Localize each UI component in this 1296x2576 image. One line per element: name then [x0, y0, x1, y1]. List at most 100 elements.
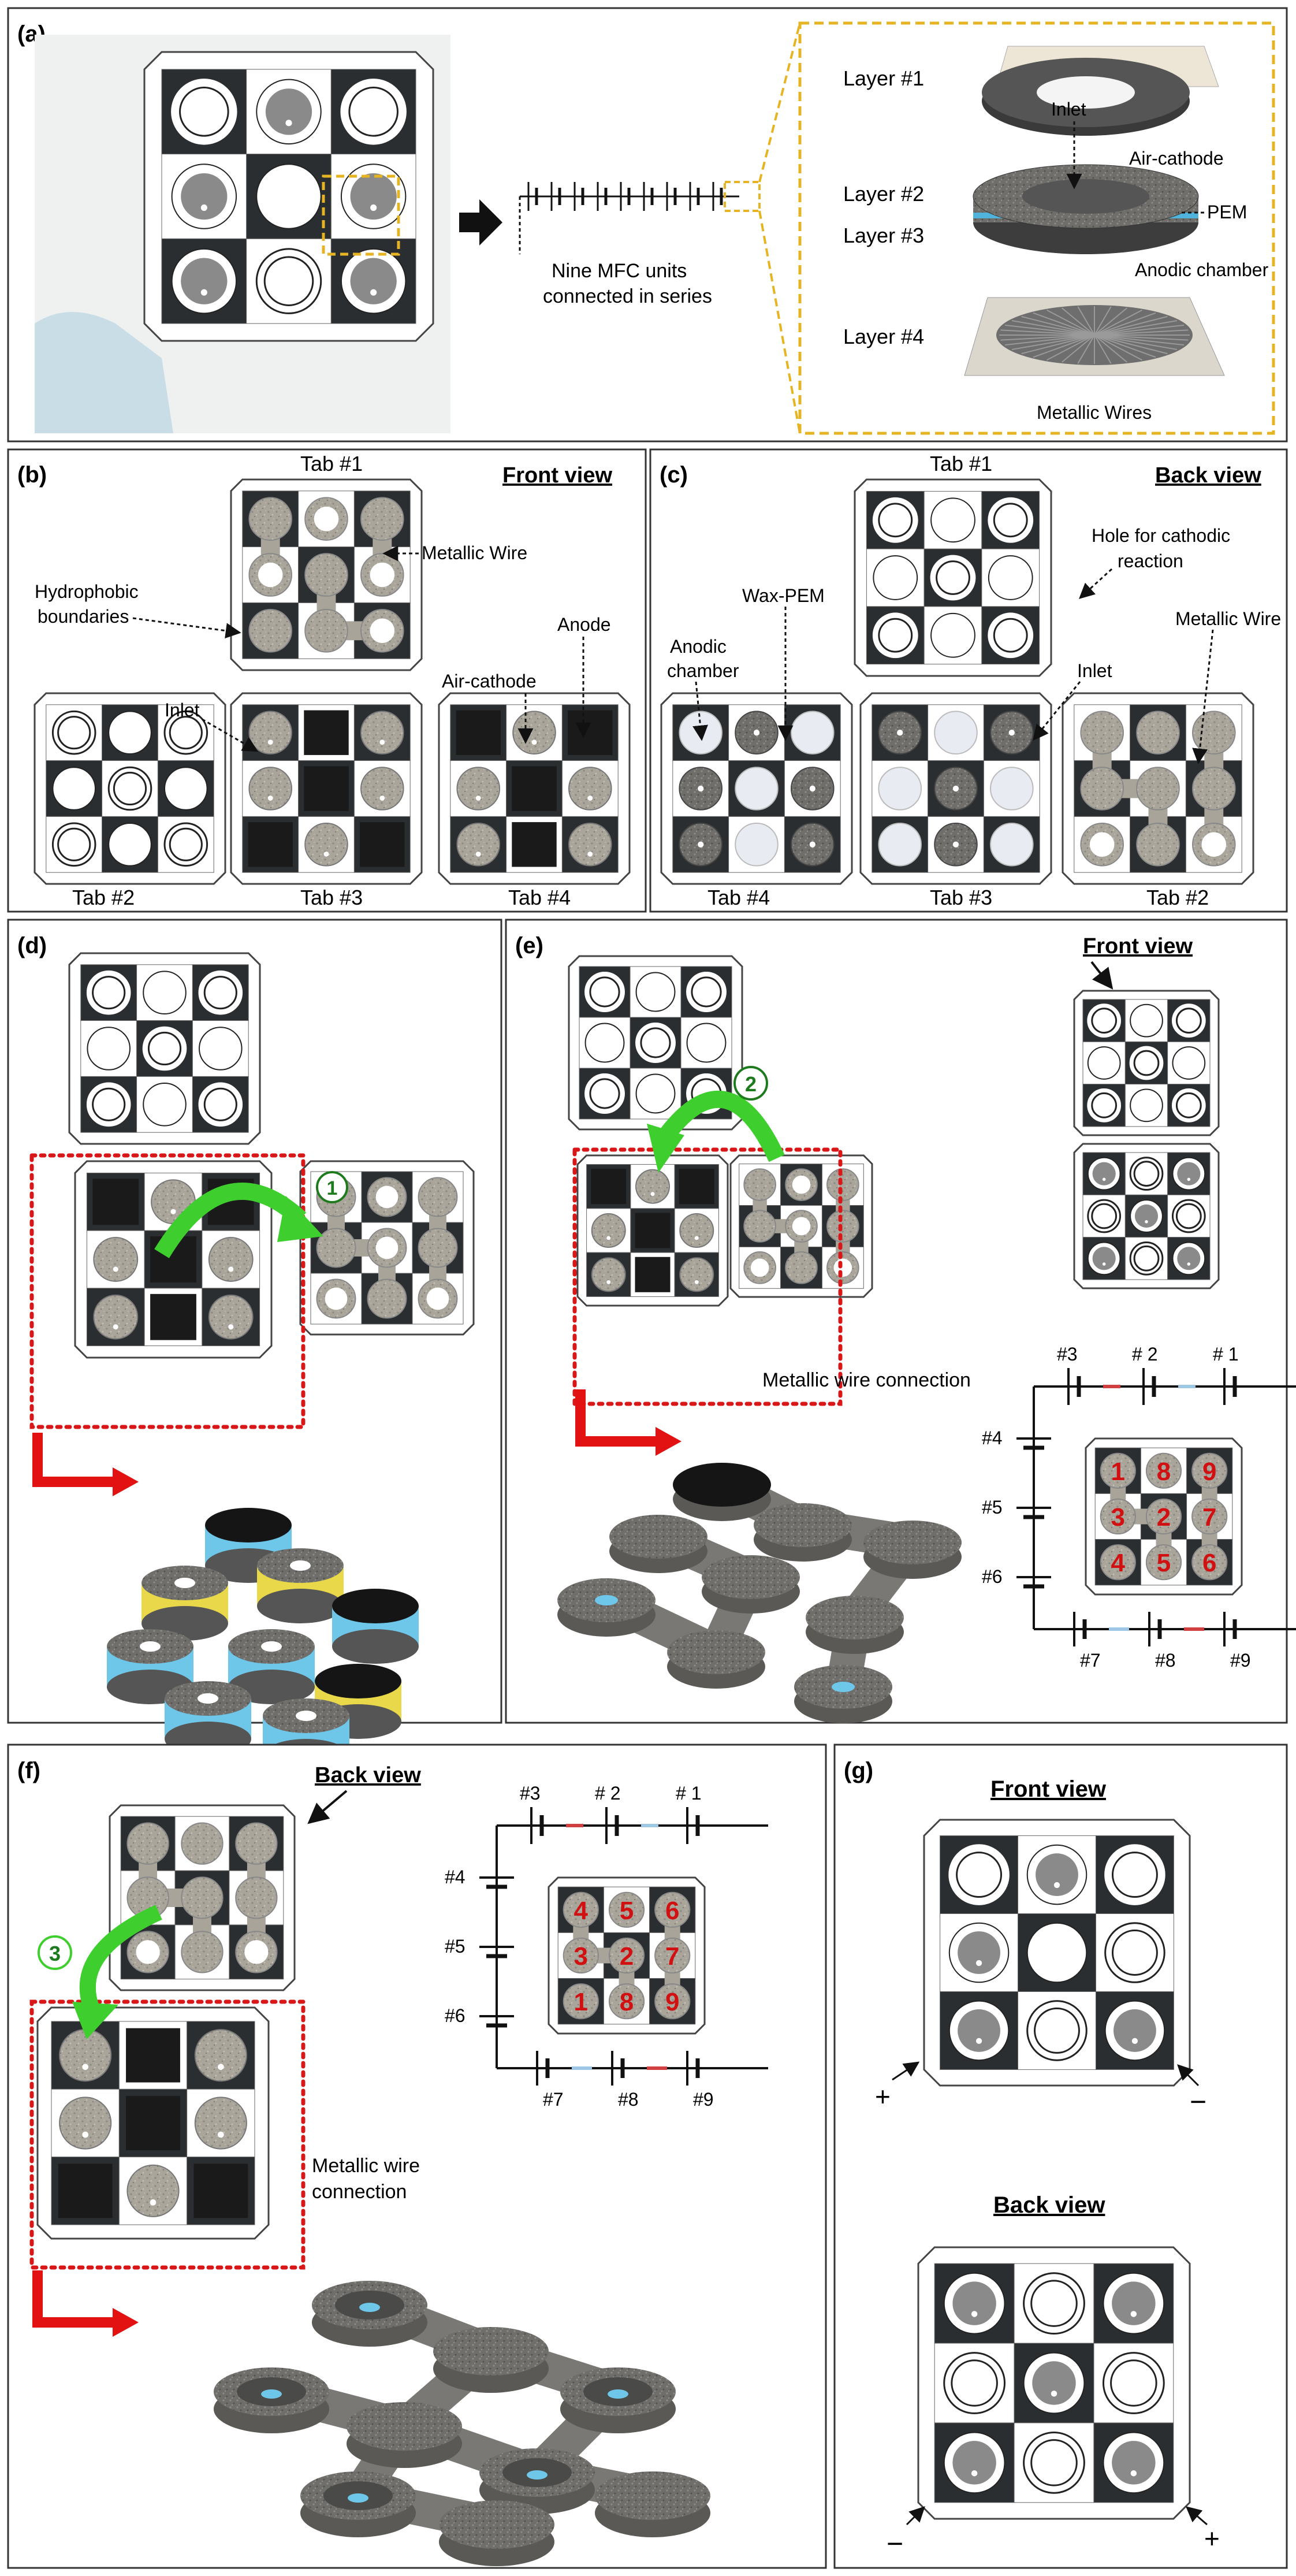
g-front-title: Front view: [990, 1776, 1107, 1802]
unit-number: 3: [574, 1942, 588, 1971]
layer1-label: Layer #1: [843, 66, 924, 90]
assembly-inlet: [832, 1682, 855, 1692]
unit-inner-ring: [169, 716, 203, 750]
anode-square: [248, 822, 293, 867]
e-front-top: [1073, 990, 1220, 1136]
wire-ray: [1061, 334, 1095, 363]
unit-inner-ring: [1175, 1203, 1202, 1229]
b-tab1: [230, 478, 423, 671]
unit-number: 7: [1202, 1503, 1216, 1532]
cylinder-bottom: [332, 1629, 419, 1664]
panel-e: (e) 2 Metallic wire connection Front vie…: [505, 919, 1296, 1724]
inlet-callout: Inlet: [1051, 99, 1086, 120]
wire-ray: [1021, 315, 1095, 336]
series-caption-line1: Nine MFC units: [552, 260, 687, 282]
c-tab4: [660, 692, 853, 885]
e-fold-arrow: [657, 1091, 785, 1162]
wire-ray: [1047, 309, 1095, 336]
unit-circle: [108, 711, 152, 754]
inlet-dot: [971, 2311, 978, 2317]
unit-circle: [143, 971, 187, 1014]
inlet-dot: [975, 1960, 982, 1967]
panel-d-label: (d): [17, 933, 47, 958]
assembly-inlet: [595, 1595, 618, 1605]
pad-hole: [244, 1940, 269, 1964]
wire-ray: [1047, 334, 1095, 361]
unit-inner-ring: [57, 716, 91, 750]
c-metallic-wire-callout: Metallic Wire: [1175, 608, 1281, 629]
unit-cathode: [952, 2281, 996, 2325]
unit-circle: [1172, 1046, 1206, 1080]
inlet-dot: [1187, 1177, 1191, 1181]
circuit-board: [1085, 1437, 1243, 1596]
panel-b-tab1-label: Tab #1: [300, 452, 363, 475]
circuit-bottom-label: #7: [543, 2089, 564, 2110]
unit-inner-ring: [993, 503, 1028, 538]
f-step-circle: [38, 1935, 72, 1970]
cathode-disk: [679, 1257, 714, 1292]
unit-inner-ring: [956, 1852, 1003, 1898]
unit-inner-ring: [203, 976, 237, 1010]
cylinder-hole: [198, 1693, 218, 1704]
wire-pad: [1191, 1498, 1228, 1535]
circuit-top-label: # 2: [1132, 1344, 1157, 1365]
g-front-device: [923, 1819, 1191, 2087]
unit-circle: [1102, 2352, 1165, 2414]
inlet-dot: [267, 796, 273, 801]
wire-ray: [1094, 324, 1185, 336]
pad-hole: [375, 1236, 399, 1259]
unit-cathode: [1036, 1853, 1078, 1896]
cathode-disk: [194, 2097, 247, 2150]
inlet-dot: [475, 796, 481, 801]
wire-pad: [1192, 711, 1236, 754]
wire-pad: [1100, 1498, 1136, 1535]
c-hole-pointer: [1079, 568, 1113, 599]
wire-pad: [235, 1876, 278, 1919]
cathode-disk: [59, 2097, 112, 2150]
inlet-dot: [267, 739, 273, 745]
wire-pad: [1080, 711, 1124, 754]
circuit-bottom-label: #9: [1230, 1650, 1251, 1671]
assembly-disk: [347, 2402, 462, 2451]
g-back-title: Back view: [993, 2192, 1105, 2218]
unit-cathode: [958, 1931, 1000, 1974]
wire-pad: [418, 1228, 458, 1268]
e-step-circle: [733, 1066, 768, 1101]
unit-cathode: [1112, 2441, 1156, 2485]
cylinder-hole: [140, 1641, 161, 1652]
unit-number: 7: [665, 1942, 679, 1971]
unit-circle: [930, 612, 975, 658]
assembly-inlet: [527, 2470, 548, 2480]
unit-cathode: [1092, 1162, 1116, 1185]
layer2-inner: [1022, 179, 1149, 214]
b-inlet-callout: Inlet: [165, 700, 200, 720]
unit-circle: [635, 1023, 676, 1063]
wire-ray: [1021, 334, 1095, 355]
unit-inner-ring: [169, 827, 203, 861]
e-view-title: Front view: [1083, 934, 1193, 958]
inlet-dot: [952, 785, 959, 792]
circuit-bottom-label: #7: [1080, 1650, 1101, 1671]
pad-hole: [258, 562, 283, 588]
cylinder-top: [315, 1664, 401, 1698]
e-dotted-selection: [572, 1147, 843, 1406]
assembly-inlet: [359, 2303, 380, 2312]
pad-hole: [375, 1185, 399, 1209]
unit-inner-ring: [878, 618, 913, 653]
unit-circle: [340, 79, 407, 145]
unit-circle: [584, 1023, 625, 1063]
unit-circle: [52, 767, 96, 811]
wire-pad: [1191, 1452, 1228, 1489]
circuit-top-label: #3: [1057, 1344, 1078, 1365]
panel-f-tabs: [36, 1804, 296, 2240]
g-back-plus-pointer: [1185, 2506, 1208, 2526]
pad-hole: [833, 1258, 852, 1277]
inlet-dot: [200, 289, 207, 296]
inlet-dot: [587, 796, 593, 801]
cylinder-hole: [290, 1560, 311, 1571]
unit-circle: [584, 1073, 625, 1114]
wire-ray: [1077, 306, 1095, 336]
unit-inner-ring: [993, 618, 1028, 653]
panel-b: (b) Front view Tab #1 Tab #2 Tab #3 Tab …: [7, 448, 647, 913]
inlet-dot: [1102, 1262, 1106, 1266]
